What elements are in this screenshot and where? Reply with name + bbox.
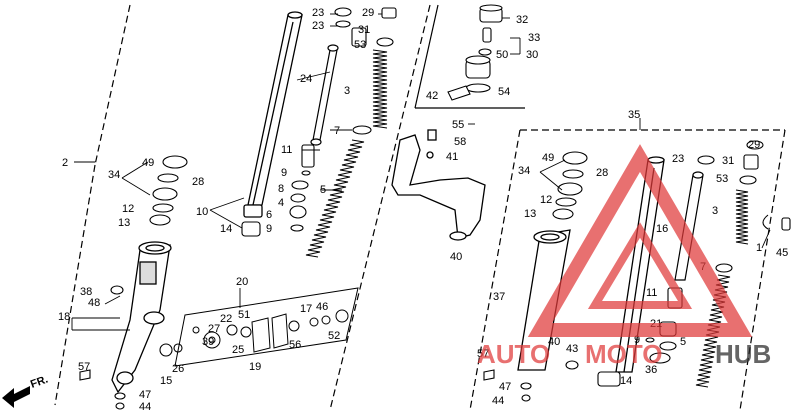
callout-34: 34 xyxy=(108,169,120,181)
inset-parts xyxy=(447,4,503,101)
callout-35: 35 xyxy=(628,109,640,121)
callout-29: 29 xyxy=(748,139,760,151)
callout-30: 30 xyxy=(526,49,538,61)
callout-20: 20 xyxy=(236,276,248,288)
callout-4: 4 xyxy=(278,197,284,209)
front-direction-arrow: FR. xyxy=(2,373,50,408)
callout-3: 3 xyxy=(712,205,718,217)
callout-52: 52 xyxy=(328,330,340,342)
callout-5: 5 xyxy=(320,184,326,196)
callout-44: 44 xyxy=(139,401,151,413)
callout-37: 37 xyxy=(493,291,505,303)
callout-2: 2 xyxy=(62,157,68,169)
callout-27: 27 xyxy=(208,323,220,335)
callout-46: 46 xyxy=(316,301,328,313)
callout-44: 44 xyxy=(492,395,504,407)
callout-54: 54 xyxy=(498,86,510,98)
callout-18: 18 xyxy=(58,311,70,323)
callout-32: 32 xyxy=(516,14,528,26)
callout-10: 10 xyxy=(196,206,208,218)
callout-14: 14 xyxy=(220,223,232,235)
leader-lines xyxy=(71,13,771,331)
callout-49: 49 xyxy=(142,157,154,169)
callout-47: 47 xyxy=(499,381,511,393)
callout-12: 12 xyxy=(122,203,134,215)
callout-56: 56 xyxy=(289,339,301,351)
callout-13: 13 xyxy=(118,217,130,229)
callout-15: 15 xyxy=(160,375,172,387)
callout-28: 28 xyxy=(596,167,608,179)
damper-rod-right xyxy=(674,171,704,281)
callout-7: 7 xyxy=(334,125,340,137)
callout-58: 58 xyxy=(454,136,466,148)
callout-6: 6 xyxy=(266,209,272,221)
callout-22: 22 xyxy=(220,313,232,325)
callout-53: 53 xyxy=(354,39,366,51)
callout-5: 5 xyxy=(680,336,686,348)
callout-29: 29 xyxy=(362,7,374,19)
callout-11: 11 xyxy=(646,287,657,299)
callout-11: 11 xyxy=(281,144,292,156)
callout-14: 14 xyxy=(620,375,632,387)
callout-48: 48 xyxy=(88,297,100,309)
hardware-parts xyxy=(192,309,349,353)
watermark-auto: AUTO xyxy=(477,339,550,369)
callout-23: 23 xyxy=(672,153,684,165)
callout-34: 34 xyxy=(518,165,530,177)
front-label: FR. xyxy=(29,373,50,390)
callout-40: 40 xyxy=(548,336,560,348)
callout-13: 13 xyxy=(524,208,536,220)
callout-17: 17 xyxy=(300,303,312,315)
left-inner-tube xyxy=(243,11,303,218)
callout-26: 26 xyxy=(172,363,184,375)
callout-12: 12 xyxy=(540,194,552,206)
right-assembly-boundary xyxy=(469,129,786,411)
callout-23: 23 xyxy=(312,7,324,19)
watermark-hub: HUB xyxy=(715,339,771,369)
callout-39: 39 xyxy=(202,336,214,348)
callout-55: 55 xyxy=(452,119,464,131)
callout-50: 50 xyxy=(496,49,508,61)
damper-rod-left xyxy=(310,44,339,146)
watermark-moto: MOTO xyxy=(585,339,663,369)
left-springs xyxy=(305,49,388,258)
callout-31: 31 xyxy=(722,155,734,167)
callout-19: 19 xyxy=(249,361,261,373)
callout-47: 47 xyxy=(139,389,151,401)
callout-41: 41 xyxy=(446,151,458,163)
callout-45: 45 xyxy=(776,247,788,259)
fork-bridge-bracket xyxy=(391,129,486,241)
callout-16: 16 xyxy=(656,223,668,235)
callout-3: 3 xyxy=(344,85,350,97)
callout-31: 31 xyxy=(358,24,370,36)
callout-8: 8 xyxy=(278,183,284,195)
callout-33: 33 xyxy=(528,32,540,44)
inset-boundary xyxy=(414,4,525,109)
watermark-logo: AUTO MOTO HUB xyxy=(477,144,771,369)
callout-57: 57 xyxy=(78,361,90,373)
left-small-parts xyxy=(79,7,397,410)
callout-23: 23 xyxy=(312,20,324,32)
callout-9: 9 xyxy=(266,223,272,235)
hardware-group-box xyxy=(174,287,359,367)
callout-40: 40 xyxy=(450,251,462,263)
left-assembly-boundary xyxy=(54,4,431,411)
callout-24: 24 xyxy=(300,73,312,85)
callout-49: 49 xyxy=(542,152,554,164)
callout-42: 42 xyxy=(426,90,438,102)
left-outer-slider xyxy=(111,241,172,394)
callout-38: 38 xyxy=(80,286,92,298)
callout-53: 53 xyxy=(716,173,728,185)
callout-28: 28 xyxy=(192,176,204,188)
callout-51: 51 xyxy=(238,309,250,321)
callout-43: 43 xyxy=(566,343,578,355)
callout-36: 36 xyxy=(645,364,657,376)
callout-9: 9 xyxy=(281,167,287,179)
callout-9: 9 xyxy=(634,334,640,346)
callout-25: 25 xyxy=(232,344,244,356)
callout-1: 1 xyxy=(756,242,762,254)
callout-57: 57 xyxy=(477,348,489,360)
